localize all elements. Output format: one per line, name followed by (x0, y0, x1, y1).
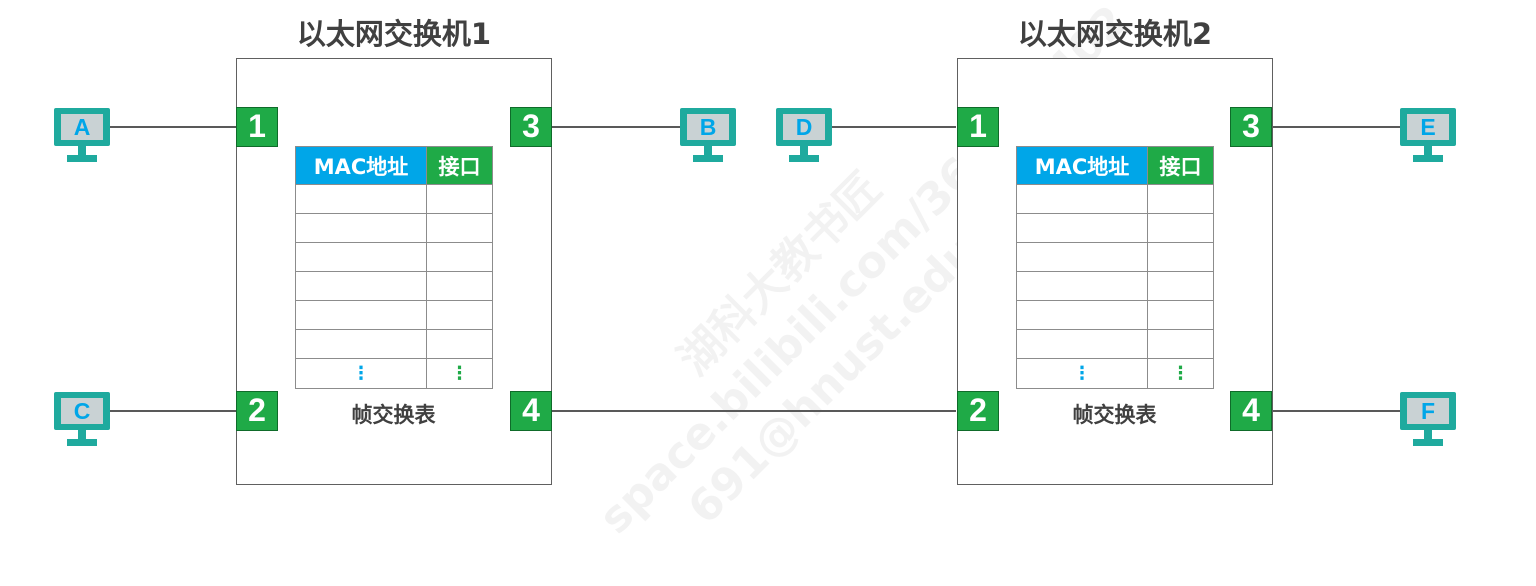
switch1-frame-table: MAC地址 接口 ⋮ ⋮ (295, 146, 493, 389)
host-d: D (776, 108, 832, 168)
switch2-header-mac: MAC地址 (1016, 146, 1148, 185)
mac-cell (295, 300, 427, 330)
table-row (295, 329, 493, 359)
table-row (1016, 184, 1214, 214)
switch2-title: 以太网交换机2 (1017, 17, 1213, 51)
wire-s2p3-e (1272, 126, 1400, 128)
host-b-label: B (687, 114, 729, 140)
wire-s2p4-f (1272, 410, 1400, 412)
switch1-title: 以太网交换机1 (296, 17, 492, 51)
table-row (295, 300, 493, 330)
switch2-frame-table: MAC地址 接口 ⋮ ⋮ (1016, 146, 1214, 389)
monitor-icon: A (54, 108, 110, 146)
switch1-port-1: 1 (236, 107, 278, 147)
mac-cell (295, 242, 427, 272)
port-cell (426, 300, 493, 330)
port-ellipsis: ⋮ (426, 358, 493, 389)
mac-ellipsis: ⋮ (295, 358, 427, 389)
host-c-label: C (61, 398, 103, 424)
port-cell (1147, 213, 1214, 243)
table-row (295, 242, 493, 272)
host-e-label: E (1407, 114, 1449, 140)
monitor-icon: E (1400, 108, 1456, 146)
monitor-icon: C (54, 392, 110, 430)
switch1-port-4: 4 (510, 391, 552, 431)
mac-cell (1016, 213, 1148, 243)
switch2-header-port: 接口 (1147, 146, 1214, 185)
switch2-port-1: 1 (957, 107, 999, 147)
host-a-label: A (61, 114, 103, 140)
switch1-header-port: 接口 (426, 146, 493, 185)
host-c: C (54, 392, 110, 452)
mac-cell (1016, 271, 1148, 301)
monitor-icon: F (1400, 392, 1456, 430)
switch1-table-caption: 帧交换表 (351, 403, 436, 427)
wire-a-s1p1 (110, 126, 236, 128)
mac-cell (1016, 300, 1148, 330)
wire-d-s2p1 (832, 126, 956, 128)
port-cell (1147, 329, 1214, 359)
switch1-port-3: 3 (510, 107, 552, 147)
mac-cell (1016, 242, 1148, 272)
host-f: F (1400, 392, 1456, 452)
switch2-port-2: 2 (957, 391, 999, 431)
port-cell (1147, 184, 1214, 214)
mac-cell (295, 329, 427, 359)
port-cell (1147, 242, 1214, 272)
switch1-header-mac: MAC地址 (295, 146, 427, 185)
port-cell (1147, 300, 1214, 330)
switch2-table-caption: 帧交换表 (1072, 403, 1157, 427)
switch2-port-3: 3 (1230, 107, 1272, 147)
table-row (1016, 213, 1214, 243)
mac-cell (295, 184, 427, 214)
table-row (1016, 300, 1214, 330)
port-cell (426, 329, 493, 359)
table-row (1016, 271, 1214, 301)
table-row (295, 213, 493, 243)
host-e: E (1400, 108, 1456, 168)
mac-cell (1016, 184, 1148, 214)
port-cell (426, 271, 493, 301)
port-cell (426, 184, 493, 214)
port-ellipsis: ⋮ (1147, 358, 1214, 389)
port-cell (1147, 271, 1214, 301)
table-row-ellipsis: ⋮ ⋮ (1016, 358, 1214, 389)
table-row (295, 184, 493, 214)
wire-c-s1p2 (110, 410, 236, 412)
monitor-icon: D (776, 108, 832, 146)
host-d-label: D (783, 114, 825, 140)
monitor-icon: B (680, 108, 736, 146)
table-row (295, 271, 493, 301)
port-cell (426, 242, 493, 272)
mac-ellipsis: ⋮ (1016, 358, 1148, 389)
mac-cell (295, 213, 427, 243)
table-row (1016, 329, 1214, 359)
wire-s1p3-b (552, 126, 680, 128)
switch1-port-2: 2 (236, 391, 278, 431)
mac-cell (1016, 329, 1148, 359)
switch2-port-4: 4 (1230, 391, 1272, 431)
table-row (1016, 242, 1214, 272)
port-cell (426, 213, 493, 243)
host-f-label: F (1407, 398, 1449, 424)
host-b: B (680, 108, 736, 168)
table-row-ellipsis: ⋮ ⋮ (295, 358, 493, 389)
host-a: A (54, 108, 110, 168)
mac-cell (295, 271, 427, 301)
wire-s1p4-s2p2 (552, 410, 956, 412)
